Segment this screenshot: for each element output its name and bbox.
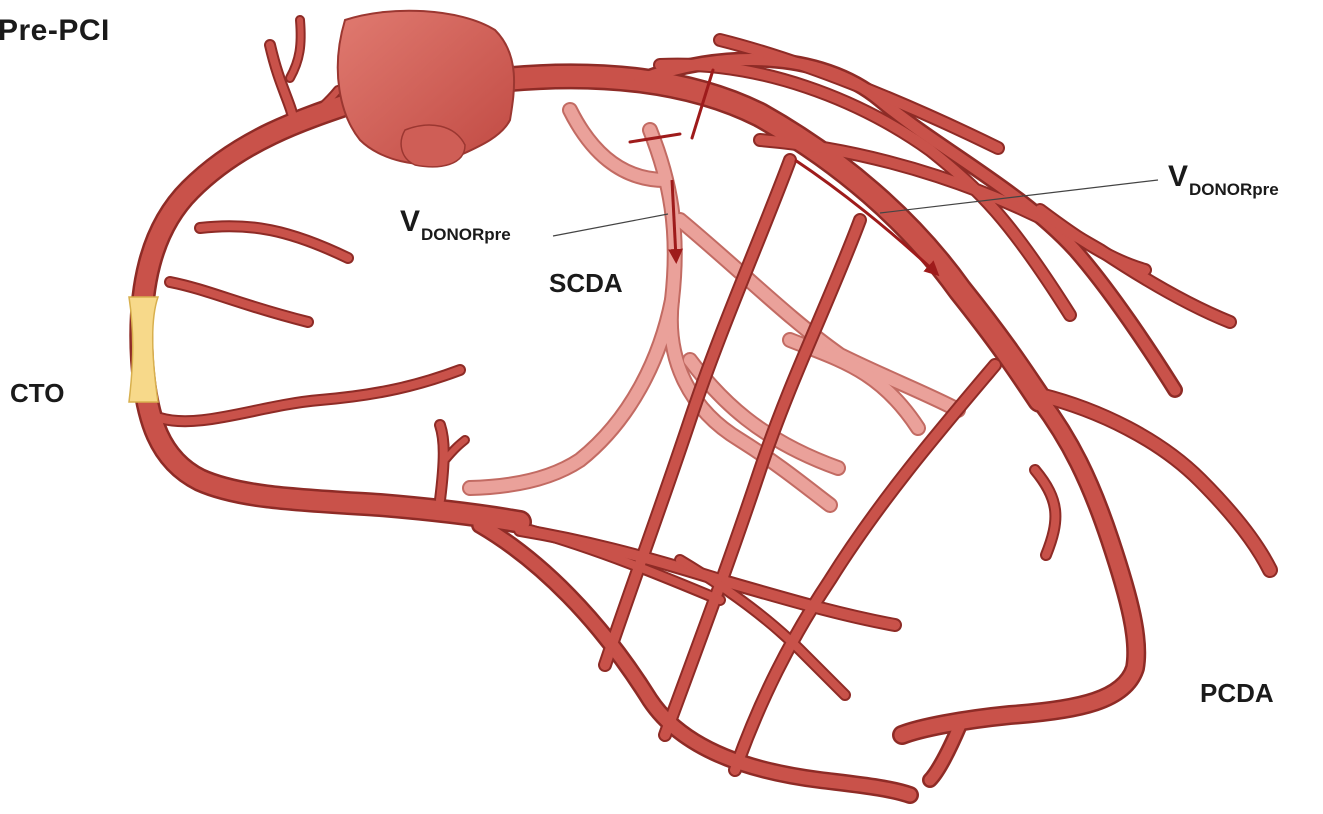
scda-label: SCDA (549, 268, 623, 299)
diagram-title: Pre-PCI (0, 14, 110, 48)
v-symbol: V (400, 205, 420, 238)
cto-lesion (129, 297, 158, 402)
collateral-vessels (470, 110, 958, 505)
v-subscript: DONORpre (1189, 180, 1279, 199)
v-symbol: V (1168, 160, 1188, 193)
v-donor-pre-label-right: VDONORpre (1168, 160, 1279, 200)
aortic-root (338, 11, 514, 167)
v-donor-pre-label-left: VDONORpre (400, 205, 511, 245)
v-subscript: DONORpre (421, 225, 511, 244)
pcda-label: PCDA (1200, 678, 1274, 709)
cto-label: CTO (10, 378, 64, 409)
